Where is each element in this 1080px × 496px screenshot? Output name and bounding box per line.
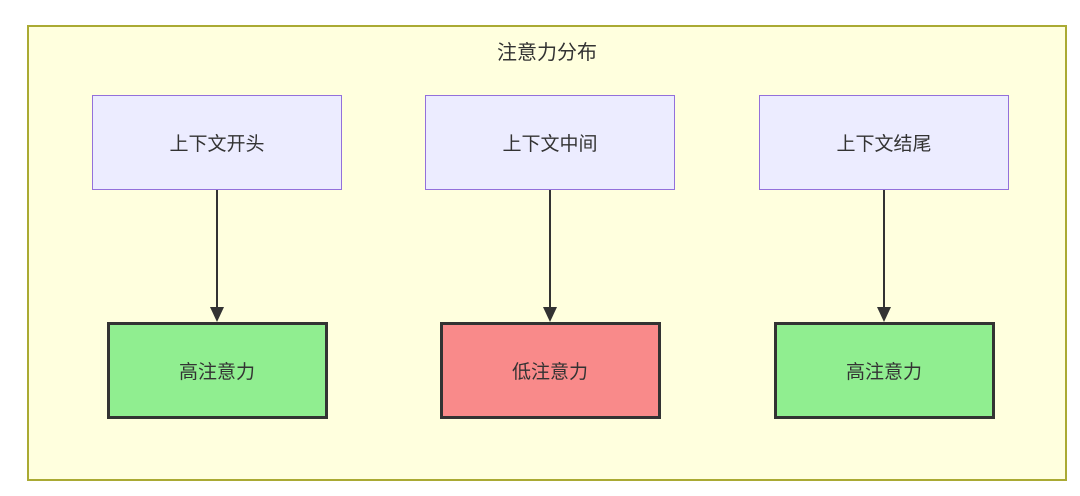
attention-distribution-container: 注意力分布 上下文开头 高注意力 上下文中间 低注意力 上下文结尾 bbox=[27, 25, 1067, 481]
node-high-attention-2: 高注意力 bbox=[773, 322, 995, 419]
diagram-title: 注意力分布 bbox=[497, 42, 597, 64]
down-arrow-icon bbox=[210, 190, 224, 322]
node-context-start: 上下文开头 bbox=[92, 95, 342, 190]
node-high-attention-1: 高注意力 bbox=[106, 322, 328, 419]
flow-column-context-start: 上下文开头 高注意力 bbox=[92, 95, 342, 419]
node-context-end: 上下文结尾 bbox=[759, 95, 1009, 190]
flow-column-context-middle: 上下文中间 低注意力 bbox=[425, 95, 675, 419]
flow-column-context-end: 上下文结尾 高注意力 bbox=[759, 95, 1009, 419]
node-context-middle: 上下文中间 bbox=[425, 95, 675, 190]
down-arrow-icon bbox=[877, 190, 891, 322]
node-low-attention: 低注意力 bbox=[439, 322, 661, 419]
down-arrow-icon bbox=[543, 190, 557, 322]
